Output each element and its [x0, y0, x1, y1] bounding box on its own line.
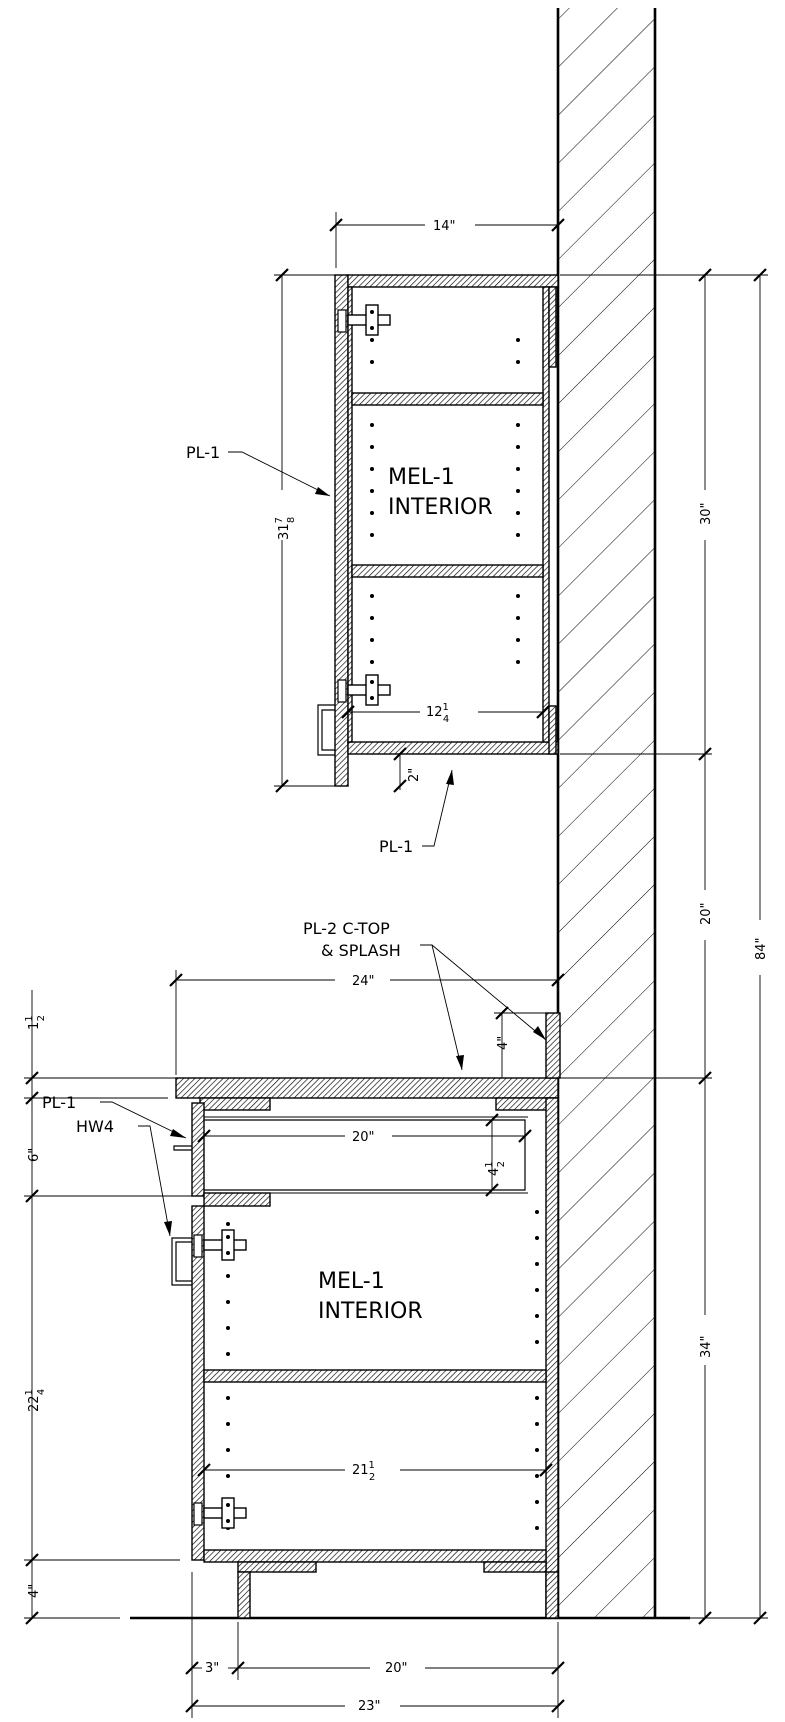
- dim-drawer-height: 6": [27, 1148, 42, 1162]
- label-mel1-upper: MEL-1: [388, 465, 455, 490]
- drawing-labels: PL-1 MEL-1 INTERIOR PL-1 PL-2 C-TOP & SP…: [42, 443, 493, 1324]
- dim-drawer-box-whole: 4: [487, 1168, 502, 1176]
- label-hw4: HW4: [76, 1117, 114, 1136]
- label-mel1-base: MEL-1: [318, 1269, 385, 1294]
- svg-text:3178: 3178: [274, 517, 297, 540]
- dim-counter-thk-den: 2: [36, 1015, 47, 1021]
- dim-drawer-box-den: 2: [496, 1161, 507, 1167]
- svg-text:412: 412: [484, 1161, 507, 1176]
- dim-base-inner-whole: 21: [352, 1463, 369, 1478]
- upper-cabinet: [317, 274, 559, 787]
- dim-base-cab-height: 34": [699, 1335, 714, 1358]
- svg-text:2214: 2214: [24, 1389, 47, 1412]
- dim-upper-inner-num: 1: [443, 702, 449, 713]
- dim-drawer-depth: 20": [352, 1130, 375, 1145]
- dim-upper-height-den: 8: [286, 517, 297, 523]
- dim-splash-height: 4": [496, 1036, 511, 1050]
- dim-drawer-box-num: 1: [484, 1161, 495, 1167]
- hinge-icon: [337, 304, 391, 336]
- drawer-knob-icon: [173, 1145, 192, 1151]
- label-pl1-upper-bottom: PL-1: [379, 837, 413, 856]
- dim-upper-cab-height: 30": [699, 502, 714, 525]
- dim-door-height-whole: 22: [27, 1395, 42, 1412]
- door-pull-icon: [317, 704, 335, 756]
- label-interior-base: INTERIOR: [318, 1299, 423, 1324]
- dim-upper-inner-den: 4: [443, 714, 449, 725]
- dim-upper-height-whole: 31: [277, 523, 292, 540]
- dim-toe-setback: 3": [205, 1661, 219, 1676]
- dim-base-inner-num: 1: [369, 1460, 375, 1471]
- label-pl1-upper-door: PL-1: [186, 443, 220, 462]
- dim-upper-bottom-offset: 2": [407, 768, 422, 782]
- shelf-pin-holes-upper: [370, 338, 520, 664]
- dim-toe-kick: 4": [27, 1584, 42, 1598]
- wall-section: [556, 8, 657, 1618]
- svg-text:112: 112: [24, 1015, 47, 1030]
- dim-upper-depth: 14": [433, 219, 456, 234]
- dim-upper-inner-whole: 12: [426, 705, 443, 720]
- dim-total-height: 84": [754, 937, 769, 960]
- hinge-icon: [337, 674, 391, 706]
- dim-door-height-num: 1: [24, 1389, 35, 1395]
- dim-door-height-den: 4: [36, 1389, 47, 1395]
- base-cabinet: [171, 1012, 561, 1619]
- dim-base-inner-den: 2: [369, 1472, 375, 1483]
- dim-counter-thk-num: 1: [24, 1015, 35, 1021]
- dim-counter-depth: 24": [352, 974, 375, 989]
- dim-gap-height: 20": [699, 902, 714, 925]
- label-pl2-line1: PL-2 C-TOP: [303, 919, 390, 938]
- shelf-pin-holes-base: [226, 1210, 539, 1530]
- dimension-lines: [24, 212, 768, 1718]
- hinge-icon: [193, 1229, 247, 1261]
- leader-lines: [100, 451, 547, 1237]
- label-pl2-line2: & SPLASH: [321, 941, 401, 960]
- dim-counter-thk-whole: 1: [27, 1022, 42, 1030]
- dim-upper-height-num: 7: [274, 517, 285, 523]
- hinge-icon: [193, 1497, 247, 1529]
- label-pl1-base-door: PL-1: [42, 1093, 76, 1112]
- dim-base-total-depth: 23": [358, 1699, 381, 1714]
- label-interior-upper: INTERIOR: [388, 495, 493, 520]
- dim-base-leg-span: 20": [385, 1661, 408, 1676]
- door-pull-icon: [171, 1237, 192, 1286]
